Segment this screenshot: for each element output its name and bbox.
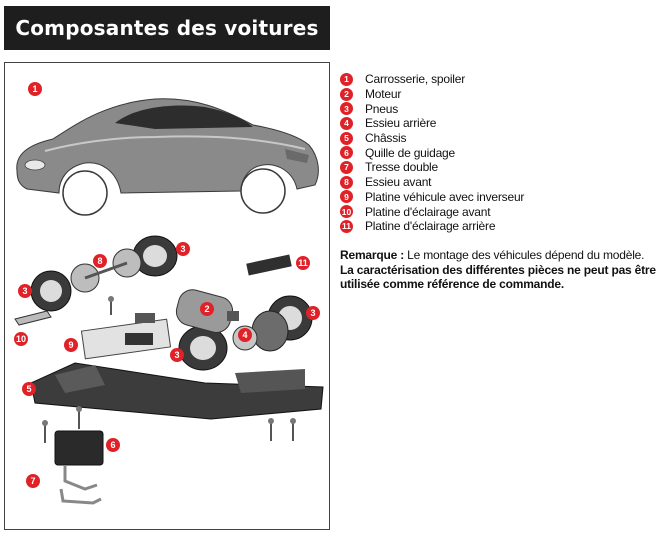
legend-label: Châssis bbox=[365, 131, 407, 146]
rear-light-plate-illustration bbox=[246, 254, 292, 276]
svg-text:10: 10 bbox=[16, 334, 26, 344]
badge-10: 10 bbox=[14, 332, 28, 346]
vehicle-board-illustration bbox=[80, 313, 172, 360]
legend-number-badge: 7 bbox=[340, 160, 353, 174]
double-braid-illustration bbox=[59, 465, 102, 505]
legend-label: Pneus bbox=[365, 101, 399, 116]
legend-item: 5 Châssis bbox=[340, 131, 660, 146]
legend-number-badge: 3 bbox=[340, 102, 353, 116]
badge-9: 9 bbox=[64, 338, 78, 352]
legend-item: 9 Platine véhicule avec inverseur bbox=[340, 190, 660, 205]
legend-number-badge: 4 bbox=[340, 116, 353, 130]
front-axle-illustration bbox=[70, 248, 142, 293]
svg-text:3: 3 bbox=[180, 244, 185, 254]
legend-label: Essieu avant bbox=[365, 175, 432, 190]
badge-8: 8 bbox=[93, 254, 107, 268]
legend-label: Quille de guidage bbox=[365, 145, 456, 160]
remark-bold-text: La caractérisation des différentes pièce… bbox=[340, 262, 656, 292]
legend-item: 8 Essieu avant bbox=[340, 175, 660, 190]
badge-3: 3 bbox=[176, 242, 190, 256]
badge-7: 7 bbox=[26, 474, 40, 488]
legend-number-badge: 10 bbox=[340, 205, 353, 219]
svg-text:4: 4 bbox=[242, 330, 247, 340]
svg-text:11: 11 bbox=[298, 258, 308, 268]
badge-5: 5 bbox=[22, 382, 36, 396]
page-title: Composantes des voitures bbox=[4, 6, 330, 50]
svg-text:2: 2 bbox=[204, 304, 209, 314]
legend-label: Essieu arrière bbox=[365, 116, 437, 131]
front-light-plate-illustration bbox=[14, 310, 52, 326]
badge-2: 2 bbox=[200, 302, 214, 316]
legend-label: Carrosserie, spoiler bbox=[365, 72, 466, 87]
exploded-view-illustration: 1 3 8 11 3 2 3 10 4 9 3 5 6 7 bbox=[14, 82, 324, 505]
tyres-illustration bbox=[30, 235, 313, 371]
svg-text:3: 3 bbox=[310, 308, 315, 318]
legend-number-badge: 2 bbox=[340, 87, 353, 101]
car-body-illustration bbox=[16, 98, 319, 216]
legend-item: 6 Quille de guidage bbox=[340, 145, 660, 160]
legend-number-badge: 11 bbox=[340, 219, 353, 233]
badge-11: 11 bbox=[296, 256, 310, 270]
badge-3: 3 bbox=[170, 348, 184, 362]
remark-label: Remarque : bbox=[340, 248, 405, 262]
svg-text:9: 9 bbox=[68, 340, 73, 350]
svg-text:3: 3 bbox=[174, 350, 179, 360]
svg-text:1: 1 bbox=[32, 84, 37, 94]
legend-label: Moteur bbox=[365, 87, 402, 102]
legend-item: 7 Tresse double bbox=[340, 160, 660, 175]
remark-line: Remarque : Le montage des véhicules dépe… bbox=[340, 248, 665, 263]
legend-number-badge: 9 bbox=[340, 190, 353, 204]
legend-item: 1 Carrosserie, spoiler bbox=[340, 72, 660, 87]
chassis-illustration bbox=[30, 362, 324, 420]
svg-text:3: 3 bbox=[22, 286, 27, 296]
exploded-view-panel: 1 3 8 11 3 2 3 10 4 9 3 5 6 7 bbox=[4, 62, 330, 530]
legend-label: Platine véhicule avec inverseur bbox=[365, 189, 525, 204]
legend-label: Platine d'éclairage arrière bbox=[365, 219, 496, 234]
badge-1: 1 bbox=[28, 82, 42, 96]
remark-block: Remarque : Le montage des véhicules dépe… bbox=[340, 248, 665, 292]
screws-illustration bbox=[42, 296, 296, 443]
svg-text:8: 8 bbox=[97, 256, 102, 266]
svg-text:6: 6 bbox=[110, 440, 115, 450]
guide-keel-illustration bbox=[54, 430, 104, 466]
svg-text:5: 5 bbox=[26, 384, 31, 394]
legend-item: 4 Essieu arrière bbox=[340, 116, 660, 131]
legend-item: 11 Platine d'éclairage arrière bbox=[340, 219, 660, 234]
badge-6: 6 bbox=[106, 438, 120, 452]
legend-number-badge: 1 bbox=[340, 72, 353, 86]
legend-label: Platine d'éclairage avant bbox=[365, 204, 491, 219]
remark-text: Le montage des véhicules dépend du modèl… bbox=[404, 248, 645, 262]
legend-number-badge: 8 bbox=[340, 175, 353, 189]
badge-4: 4 bbox=[238, 328, 252, 342]
legend-number-badge: 5 bbox=[340, 131, 353, 145]
legend-item: 2 Moteur bbox=[340, 87, 660, 102]
svg-text:7: 7 bbox=[30, 476, 35, 486]
legend-item: 10 Platine d'éclairage avant bbox=[340, 204, 660, 219]
badge-3: 3 bbox=[306, 306, 320, 320]
legend-number-badge: 6 bbox=[340, 146, 353, 160]
badge-3: 3 bbox=[18, 284, 32, 298]
legend-item: 3 Pneus bbox=[340, 101, 660, 116]
legend-label: Tresse double bbox=[365, 160, 438, 175]
